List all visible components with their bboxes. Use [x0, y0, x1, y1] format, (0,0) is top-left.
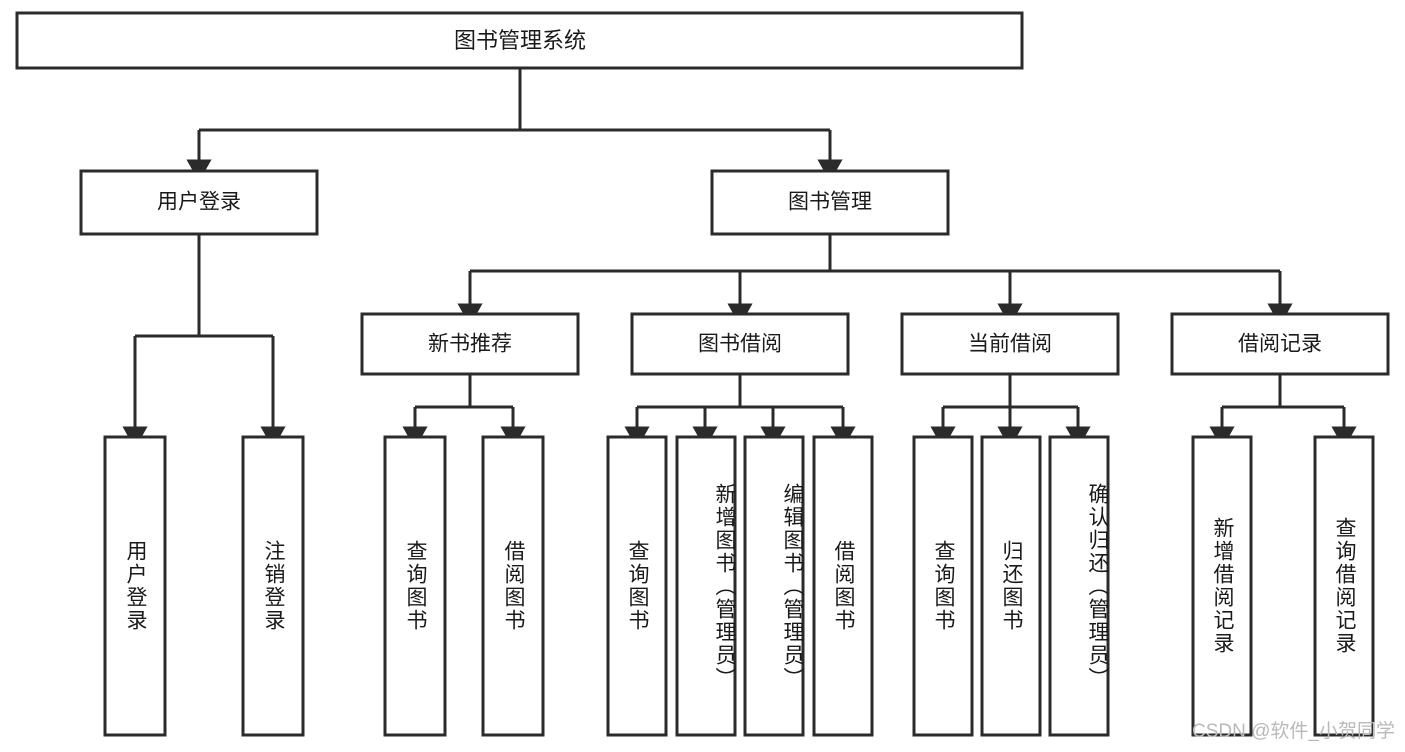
- leaf-boxes: [103, 435, 1375, 737]
- leaf-confirm-return-box[interactable]: [1048, 435, 1110, 737]
- node-book-borrow[interactable]: 图书借阅: [630, 312, 850, 376]
- node-book-manage-box[interactable]: [710, 169, 950, 236]
- leaf-query-book-3-box[interactable]: [912, 435, 974, 737]
- node-current-borrow[interactable]: 当前借阅: [900, 312, 1120, 376]
- node-borrow-record[interactable]: 借阅记录: [1170, 312, 1390, 376]
- leaf-user-login-box[interactable]: [103, 435, 167, 737]
- node-book-manage[interactable]: 图书管理: [710, 169, 950, 236]
- leaf-add-record-box[interactable]: [1191, 435, 1253, 737]
- node-current-borrow-label: 当前借阅: [968, 333, 1052, 356]
- connectors: [122, 68, 1357, 449]
- node-user-login-label: 用户登录: [157, 191, 241, 214]
- leaf-return-book-box[interactable]: [980, 435, 1042, 737]
- node-borrow-record-box[interactable]: [1170, 312, 1390, 376]
- node-book-manage-label: 图书管理: [788, 191, 872, 214]
- leaf-query-record-box[interactable]: [1313, 435, 1375, 737]
- node-new-book-recommend[interactable]: 新书推荐: [360, 312, 580, 376]
- node-borrow-record-label: 借阅记录: [1238, 333, 1322, 356]
- leaf-query-book-2-box[interactable]: [606, 435, 668, 737]
- leaf-borrow-book-2-box[interactable]: [812, 435, 874, 737]
- leaf-user-logout-box[interactable]: [241, 435, 305, 737]
- csdn-watermark: CSDN @软件_小贺同学: [1192, 721, 1395, 742]
- node-new-book-recommend-label: 新书推荐: [428, 333, 512, 356]
- node-book-borrow-label: 图书借阅: [698, 333, 782, 356]
- node-root[interactable]: 图书管理系统: [15, 11, 1024, 70]
- node-user-login[interactable]: 用户登录: [79, 169, 319, 236]
- node-book-borrow-box[interactable]: [630, 312, 850, 376]
- leaf-edit-book-box[interactable]: [743, 435, 805, 737]
- node-new-book-recommend-box[interactable]: [360, 312, 580, 376]
- node-current-borrow-box[interactable]: [900, 312, 1120, 376]
- leaf-borrow-book-1-box[interactable]: [481, 435, 545, 737]
- node-user-login-box[interactable]: [79, 169, 319, 236]
- node-root-label: 图书管理系统: [454, 28, 586, 53]
- node-root-box[interactable]: [15, 11, 1024, 70]
- leaf-query-book-1-box[interactable]: [383, 435, 447, 737]
- leaf-add-book-box[interactable]: [675, 435, 737, 737]
